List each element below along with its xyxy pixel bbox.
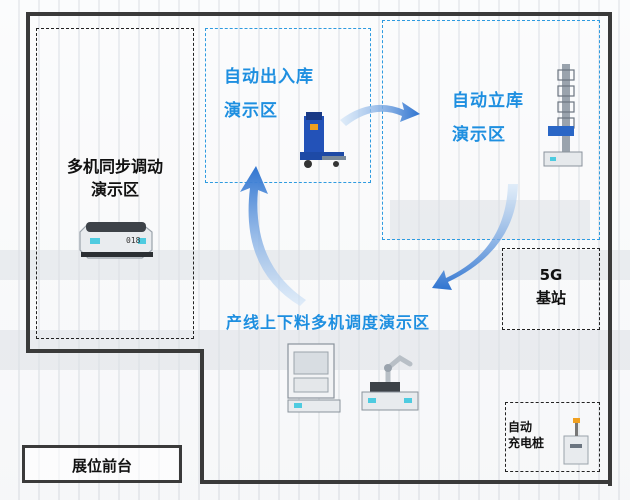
- production-line-zone-label: 产线上下料多机调度演示区: [226, 313, 431, 332]
- front-desk-label: 展位前台: [71, 457, 132, 475]
- auto-stock-zone-label-line2: 演示区: [452, 125, 506, 145]
- booth-notch-vertical: [200, 349, 204, 484]
- loading-machine-icon: [286, 342, 342, 418]
- station-5g-label-line1: 5G: [539, 266, 563, 284]
- floor-background-band: [390, 200, 590, 240]
- multi-sync-zone-label-line2: 演示区: [90, 180, 139, 199]
- arrow-line-to-io: [240, 166, 306, 306]
- agv-robot-icon: 018: [78, 218, 156, 262]
- front-desk-box: [22, 445, 182, 483]
- booth-notch-horizontal: [26, 349, 204, 353]
- robot-arm-agv-icon: [360, 350, 420, 416]
- charging-pile-icon: [560, 416, 592, 466]
- arrow-stock-to-line: [432, 184, 518, 290]
- agv-robot-tag: 018: [126, 236, 141, 245]
- auto-charge-label-line1: 自动: [508, 420, 533, 434]
- auto-charge-label-line2: 充电桩: [508, 436, 545, 450]
- auto-io-zone-label-line2: 演示区: [224, 101, 278, 121]
- auto-io-zone-label-line1: 自动出入库: [224, 67, 314, 87]
- multi-sync-zone-border: [36, 28, 194, 339]
- auto-stock-zone-label-line1: 自动立库: [452, 91, 524, 111]
- stacking-robot-icon: [540, 62, 584, 174]
- arrow-io-to-stock: [340, 102, 420, 126]
- station-5g-label-line2: 基站: [535, 289, 566, 307]
- station-5g-zone-border: [502, 248, 600, 330]
- auto-stock-zone-border: [382, 20, 600, 240]
- forklift-robot-icon: [296, 110, 348, 170]
- booth-left-border: [26, 12, 30, 352]
- auto-charge-zone-border: [505, 402, 600, 472]
- auto-io-zone-border: [205, 28, 371, 183]
- booth-bottom-border: [200, 480, 612, 484]
- booth-top-border: [26, 12, 612, 16]
- multi-sync-zone-label-line1: 多机同步调动: [66, 157, 163, 176]
